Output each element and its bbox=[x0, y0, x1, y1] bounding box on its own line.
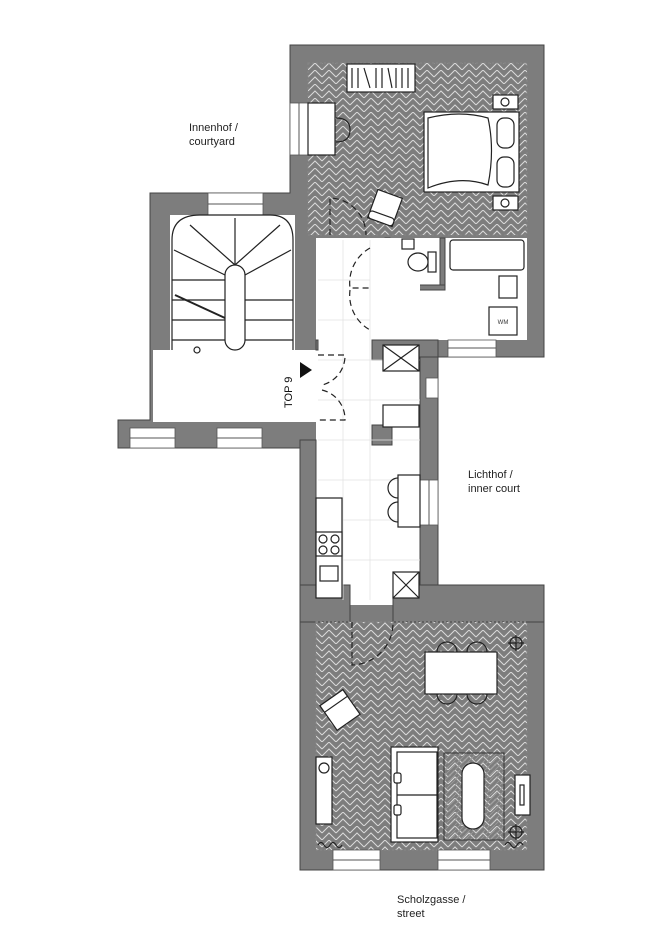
inner-court-label-en: inner court bbox=[468, 483, 520, 495]
sofa bbox=[390, 746, 439, 843]
bathtub bbox=[449, 239, 525, 271]
dining-table bbox=[424, 641, 498, 705]
street-label: Scholzgasse / street bbox=[397, 893, 465, 921]
inner-court-label-de: Lichthof / bbox=[468, 469, 513, 481]
landing bbox=[153, 350, 318, 422]
washing-machine-label: WM bbox=[498, 320, 509, 326]
inner-court-label: Lichthof / inner court bbox=[468, 468, 520, 496]
sideboard bbox=[315, 756, 333, 825]
shelf bbox=[382, 404, 420, 428]
rug bbox=[443, 752, 505, 841]
stairwell bbox=[170, 215, 295, 350]
street-label-de: Scholzgasse / bbox=[397, 894, 466, 906]
wardrobe bbox=[346, 63, 416, 93]
courtyard-label-en: courtyard bbox=[189, 136, 235, 148]
lamp-icon bbox=[508, 635, 524, 651]
shaft bbox=[382, 344, 420, 372]
courtyard-label-de: Innenhof / bbox=[189, 122, 238, 134]
courtyard-label: Innenhof / courtyard bbox=[189, 121, 238, 149]
washing-machine bbox=[488, 306, 518, 336]
unit-label: TOP 9 bbox=[283, 377, 295, 408]
entrance-arrow-icon bbox=[300, 362, 312, 378]
nightstand-lamp bbox=[492, 94, 519, 211]
staircase bbox=[171, 214, 294, 354]
desk bbox=[307, 102, 336, 156]
sink-small bbox=[401, 238, 415, 250]
armchair-living bbox=[319, 688, 361, 732]
toilet bbox=[407, 251, 437, 273]
shaft-2 bbox=[392, 571, 420, 599]
tv-cabinet bbox=[514, 774, 531, 816]
lamp-icon-2 bbox=[508, 824, 524, 840]
kitchen-counter bbox=[315, 497, 343, 599]
street-label-en: street bbox=[397, 908, 425, 920]
bathroom-sink bbox=[498, 275, 518, 299]
bar-table bbox=[387, 474, 421, 528]
radiator bbox=[317, 841, 524, 849]
bed bbox=[423, 111, 520, 193]
doors bbox=[318, 197, 394, 666]
desk-chair bbox=[335, 117, 351, 143]
armchair bbox=[366, 188, 404, 228]
windows bbox=[129, 102, 497, 871]
